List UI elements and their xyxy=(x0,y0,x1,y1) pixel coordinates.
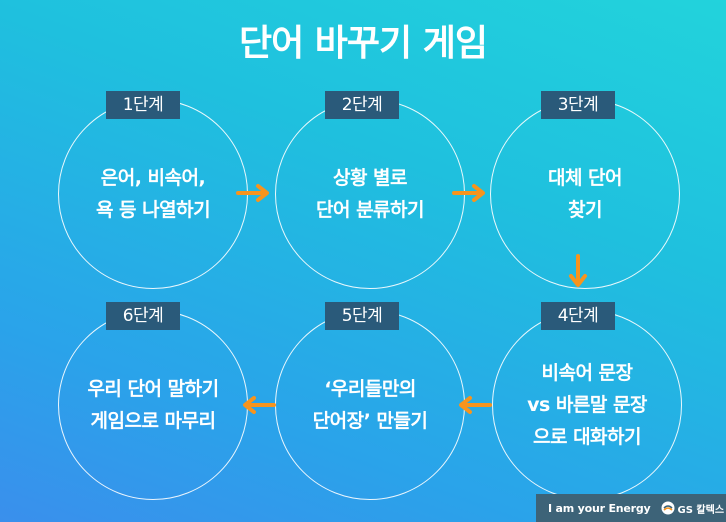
step-1-label: 1단계 xyxy=(106,91,180,119)
step-5-text: ‘우리들만의 단어장’ 만들기 xyxy=(286,311,454,499)
arrow-left-2-icon xyxy=(243,396,276,414)
step-4-circle: 비속어 문장 vs 바른말 문장 으로 대화하기 xyxy=(492,310,682,500)
step-2-line-1: 상황 별로 xyxy=(332,167,408,189)
step-2-text: 상황 별로 단어 분류하기 xyxy=(286,100,454,288)
step-3-circle: 대체 단어 찾기 xyxy=(490,99,680,289)
step-4-line-1: 비속어 문장 xyxy=(541,362,633,384)
step-5-circle: ‘우리들만의 단어장’ 만들기 xyxy=(275,310,465,500)
arrow-right-2-icon xyxy=(452,184,485,202)
step-1-line-1: 은어, 비속어, xyxy=(100,167,206,189)
step-1-circle: 은어, 비속어, 욕 등 나열하기 xyxy=(58,99,248,289)
step-3-line-1: 대체 단어 xyxy=(547,167,623,189)
footer-brand: GS 칼텍스 xyxy=(677,504,725,516)
step-4-label: 4단계 xyxy=(541,302,615,330)
step-4-text: 비속어 문장 vs 바른말 문장 으로 대화하기 xyxy=(503,311,671,499)
step-5-label: 5단계 xyxy=(325,302,399,330)
step-4-line-3: 으로 대화하기 xyxy=(533,426,642,448)
step-3-line-2: 찾기 xyxy=(568,199,602,221)
gs-logo-icon xyxy=(661,501,675,515)
step-3-label: 3단계 xyxy=(541,91,615,119)
step-6-line-2: 게임으로 마무리 xyxy=(90,410,216,432)
step-6-text: 우리 단어 말하기 게임으로 마무리 xyxy=(69,311,237,499)
page-title: 단어 바꾸기 게임 xyxy=(239,23,488,64)
step-1-line-2: 욕 등 나열하기 xyxy=(95,199,211,221)
step-2-line-2: 단어 분류하기 xyxy=(316,199,425,221)
arrow-down-icon xyxy=(569,254,587,287)
step-2-label: 2단계 xyxy=(325,91,399,119)
step-6-circle: 우리 단어 말하기 게임으로 마무리 xyxy=(58,310,248,500)
step-6-line-1: 우리 단어 말하기 xyxy=(87,378,219,400)
footer-bar: I am your Energy GS 칼텍스 xyxy=(536,494,726,522)
footer-slogan: I am your Energy xyxy=(548,501,651,515)
step-1-text: 은어, 비속어, 욕 등 나열하기 xyxy=(69,100,237,288)
step-4-line-2: vs 바른말 문장 xyxy=(527,394,647,416)
arrow-right-1-icon xyxy=(236,184,269,202)
step-6-label: 6단계 xyxy=(106,302,180,330)
step-3-text: 대체 단어 찾기 xyxy=(501,100,669,288)
step-5-line-2: 단어장’ 만들기 xyxy=(312,410,428,432)
step-2-circle: 상황 별로 단어 분류하기 xyxy=(275,99,465,289)
step-5-line-1: ‘우리들만의 xyxy=(324,378,416,400)
arrow-left-1-icon xyxy=(459,396,492,414)
